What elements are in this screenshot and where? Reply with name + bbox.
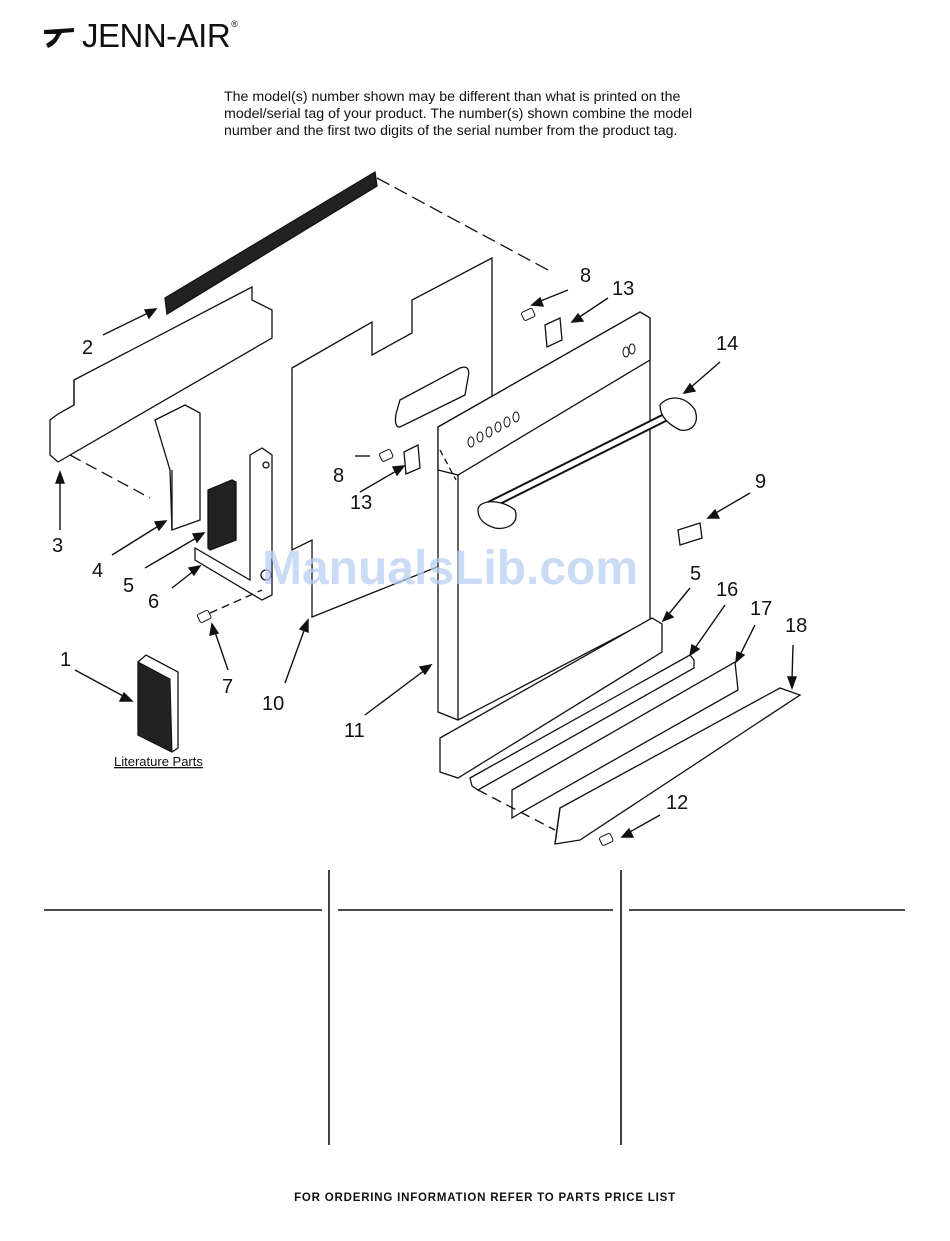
part-5-pad xyxy=(207,479,237,551)
callout-16: 16 xyxy=(716,579,738,601)
callout-10: 10 xyxy=(262,693,284,715)
callout-1: 1 xyxy=(60,649,71,671)
callout-13-lower: 13 xyxy=(350,492,372,514)
callout-4: 4 xyxy=(92,560,103,582)
callout-13: 13 xyxy=(612,278,634,300)
parts-table-frame xyxy=(44,870,905,1145)
part-4-bracket xyxy=(154,404,201,531)
callout-17: 17 xyxy=(750,598,772,620)
part-2-strip xyxy=(164,170,378,316)
part-3-panel xyxy=(49,285,273,463)
callout-2: 2 xyxy=(82,337,93,359)
part-17-channel xyxy=(511,660,739,820)
jenn-air-logo: JENN-AIR ® xyxy=(42,17,238,54)
callout-5-lower: 5 xyxy=(690,563,701,585)
callout-14: 14 xyxy=(716,333,738,355)
registered-mark: ® xyxy=(231,19,238,29)
jenn-air-logo-icon xyxy=(44,28,74,48)
part-5-strip xyxy=(439,617,663,779)
disclaimer-line: model/serial tag of your product. The nu… xyxy=(224,106,693,122)
callout-12: 12 xyxy=(666,792,688,814)
literature-parts-label: Literature Parts xyxy=(114,754,203,769)
part-9-label xyxy=(677,522,703,546)
callout-7: 7 xyxy=(222,676,233,698)
part-1-literature xyxy=(137,654,179,753)
callout-5: 5 xyxy=(123,575,134,597)
watermark-text: ManualsLib.com xyxy=(262,542,638,595)
callout-8-lower: 8 xyxy=(333,465,344,487)
disclaimer-line: The model(s) number shown may be differe… xyxy=(224,89,681,105)
callout-8: 8 xyxy=(580,265,591,287)
callout-3: 3 xyxy=(52,535,63,557)
ordering-information-footer: FOR ORDERING INFORMATION REFER TO PARTS … xyxy=(294,1192,676,1204)
callout-6: 6 xyxy=(148,591,159,613)
callout-11: 11 xyxy=(344,720,365,742)
model-number-disclaimer: The model(s) number shown may be differe… xyxy=(224,89,764,140)
brand-name: JENN-AIR xyxy=(82,17,231,54)
callout-18: 18 xyxy=(785,615,807,637)
callout-9: 9 xyxy=(755,471,766,493)
disclaimer-line: number and the first two digits of the s… xyxy=(224,123,678,139)
part-6-hinge xyxy=(194,447,273,601)
